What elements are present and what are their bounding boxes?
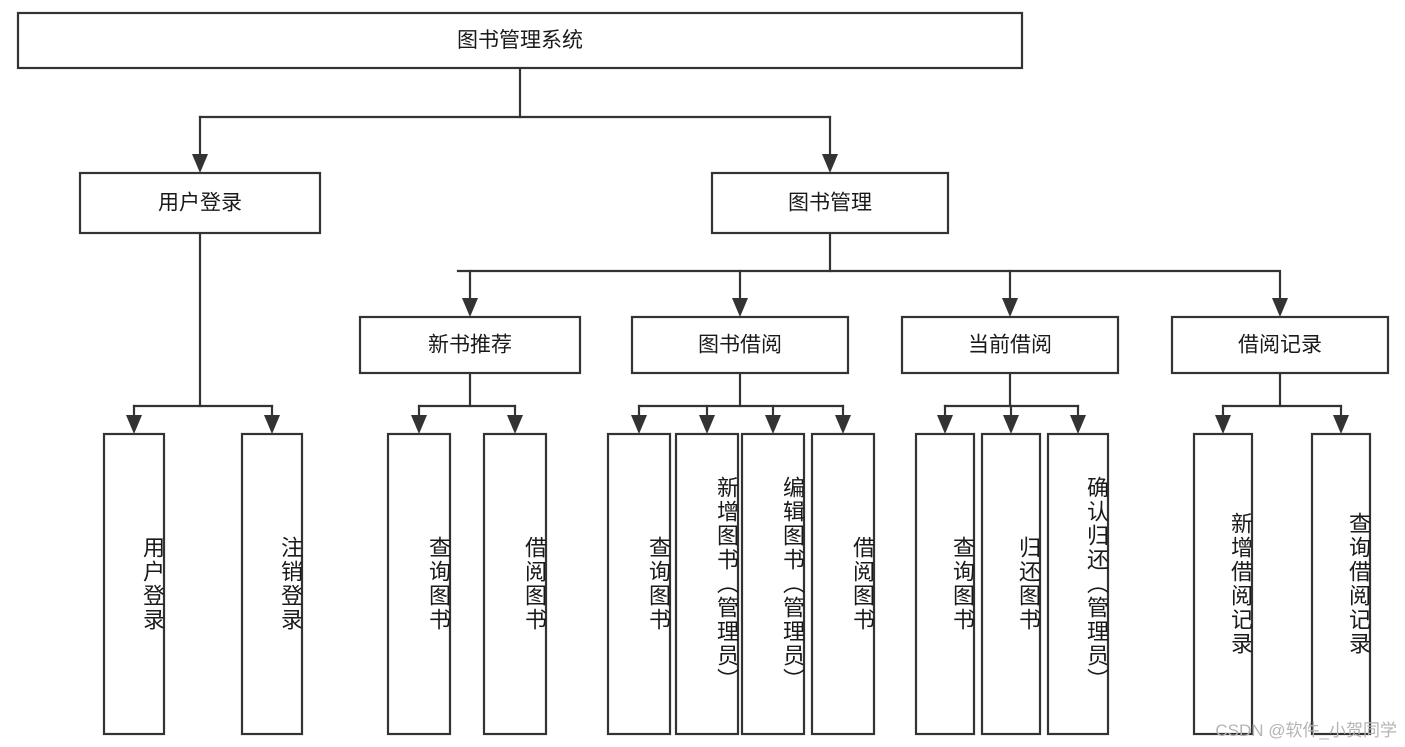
arrow-head-icon <box>462 298 478 317</box>
node-leaf-query-record[interactable] <box>1310 432 1372 736</box>
arrow-head-icon <box>192 154 208 173</box>
arrow-head-icon <box>822 154 838 173</box>
node-book-borrow[interactable] <box>630 315 850 375</box>
arrow-head-icon <box>835 415 851 434</box>
node-label: 用户登录 <box>158 192 242 215</box>
arrow-head-icon <box>411 415 427 434</box>
arrow-head-icon <box>264 415 280 434</box>
arrow-head-icon <box>1215 415 1231 434</box>
node-box <box>16 11 1024 70</box>
node-box <box>810 432 876 736</box>
watermark-text: CSDN @软件_小贺同学 <box>1215 721 1397 740</box>
node-box <box>482 432 548 736</box>
node-label: 图书管理系统 <box>457 29 583 52</box>
arrow-head-icon <box>507 415 523 434</box>
node-label: 图书借阅 <box>698 334 782 357</box>
node-leaf-edit-book[interactable] <box>740 432 806 736</box>
node-label: 新书推荐 <box>428 334 512 357</box>
node-box <box>240 432 304 736</box>
node-leaf-add-book[interactable] <box>674 432 740 736</box>
node-leaf-confirm-return[interactable] <box>1046 432 1110 736</box>
arrow-head-icon <box>631 415 647 434</box>
node-user-login[interactable] <box>78 171 322 235</box>
node-box <box>78 171 322 235</box>
node-box <box>386 432 452 736</box>
node-leaf-query-book-3[interactable] <box>914 432 976 736</box>
node-leaf-user-login[interactable] <box>102 432 166 736</box>
node-box <box>1310 432 1372 736</box>
node-box <box>630 315 850 375</box>
node-leaf-borrow-book-2[interactable] <box>810 432 876 736</box>
node-box <box>900 315 1120 375</box>
node-box <box>1170 315 1390 375</box>
arrow-head-icon <box>732 298 748 317</box>
node-box-layer <box>16 11 1390 736</box>
node-new-book-rec[interactable] <box>358 315 582 375</box>
connector-layer <box>126 66 1349 434</box>
node-box <box>102 432 166 736</box>
node-leaf-query-book-2[interactable] <box>606 432 672 736</box>
node-current-borrow[interactable] <box>900 315 1120 375</box>
node-box <box>710 171 950 235</box>
node-label: 图书管理 <box>788 192 872 215</box>
arrow-head-icon <box>699 415 715 434</box>
node-leaf-query-book-1[interactable] <box>386 432 452 736</box>
node-root[interactable] <box>16 11 1024 70</box>
arrow-head-icon <box>126 415 142 434</box>
arrow-head-icon <box>1003 415 1019 434</box>
node-borrow-record[interactable] <box>1170 315 1390 375</box>
node-box <box>674 432 740 736</box>
node-box <box>980 432 1042 736</box>
node-label: 借阅记录 <box>1238 334 1322 357</box>
node-box <box>606 432 672 736</box>
arrow-head-icon <box>937 415 953 434</box>
node-box <box>914 432 976 736</box>
node-book-manage[interactable] <box>710 171 950 235</box>
node-box <box>740 432 806 736</box>
node-box <box>1192 432 1254 736</box>
node-box <box>1046 432 1110 736</box>
arrow-head-icon <box>765 415 781 434</box>
node-leaf-add-record[interactable] <box>1192 432 1254 736</box>
arrow-head-icon <box>1272 298 1288 317</box>
node-box <box>358 315 582 375</box>
node-leaf-return-book[interactable] <box>980 432 1042 736</box>
node-label: 当前借阅 <box>968 334 1052 357</box>
arrow-head-icon <box>1002 298 1018 317</box>
node-leaf-borrow-book-1[interactable] <box>482 432 548 736</box>
node-leaf-logout[interactable] <box>240 432 304 736</box>
arrow-head-icon <box>1333 415 1349 434</box>
arrow-head-icon <box>1070 415 1086 434</box>
